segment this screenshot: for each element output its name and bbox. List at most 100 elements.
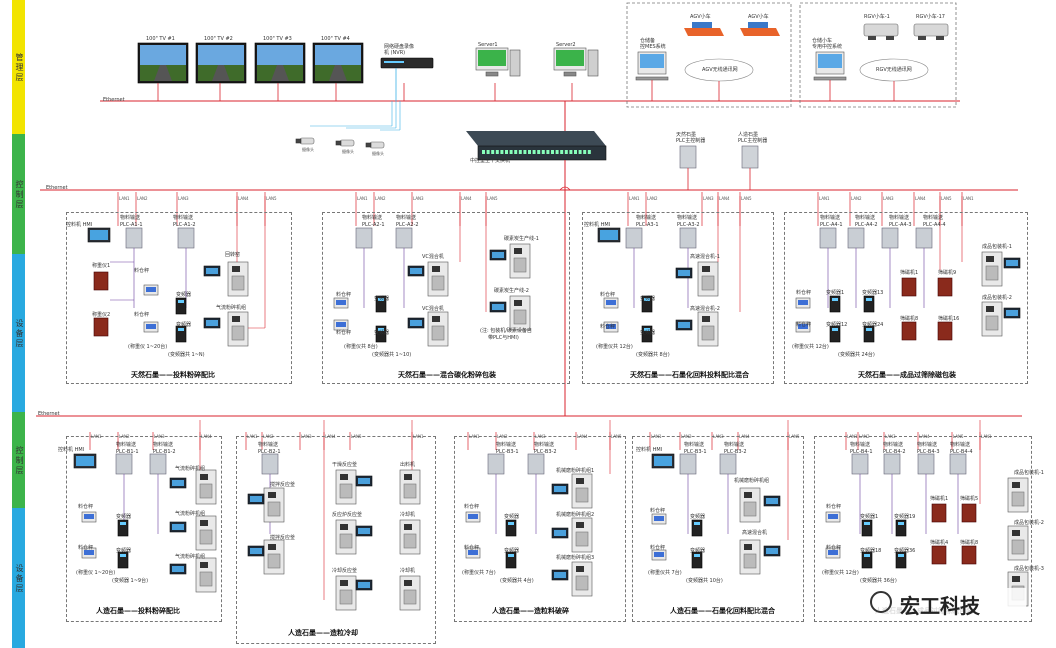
device-label: 变频器 xyxy=(690,548,706,554)
lan-label: LAN1 xyxy=(651,434,662,439)
lan-label: LAN2 xyxy=(859,434,870,439)
cabinet-display xyxy=(986,306,994,312)
device-label: 料仓秤 xyxy=(78,504,94,510)
device-label: PLC-B1-1 xyxy=(116,449,139,455)
lan-label: LAN3 xyxy=(713,434,724,439)
device-label: 称重仪1 xyxy=(92,263,111,269)
device-label: (变频器共 4台) xyxy=(500,578,534,584)
nvr-box xyxy=(380,57,434,69)
vfd-drive xyxy=(863,295,875,313)
lan-label: LAN3 xyxy=(413,196,424,201)
vfd-drive xyxy=(175,325,187,343)
device-label: 物料输送 xyxy=(923,215,944,221)
rgv-wheel xyxy=(936,36,944,40)
device-label: 料仓秤 xyxy=(464,545,480,551)
cabinet-display xyxy=(702,266,710,272)
device-label: 成品包装机-1 xyxy=(982,244,1012,250)
cabinet-door xyxy=(403,533,417,549)
tv-road xyxy=(154,65,172,81)
device-label: 料仓秤 xyxy=(78,545,94,551)
panel-screen xyxy=(172,480,184,486)
core-switch-top xyxy=(466,131,606,146)
device-label: PLC-A1-2 xyxy=(173,222,196,228)
vfd-drive xyxy=(863,325,875,343)
layer-label-device-upper: 设备层 xyxy=(15,319,24,349)
device-label: PLC-A1-1 xyxy=(120,222,143,228)
weigh-screen xyxy=(468,550,478,555)
weigh-instrument xyxy=(937,277,953,297)
device-label: 变频器 xyxy=(116,514,132,520)
cabinet-display xyxy=(404,474,412,480)
rgv-car-label: RGV小车-1 xyxy=(864,14,890,20)
vfd-display xyxy=(898,554,904,557)
device-label: 筛磁机4 xyxy=(930,540,949,546)
panel-screen xyxy=(554,572,566,578)
vfd-drive xyxy=(829,295,841,313)
device-label: (变频器共 8台) xyxy=(636,352,670,358)
device-label: 料仓秤 xyxy=(336,330,352,336)
device-label: PLC-B3-2 xyxy=(534,449,557,455)
lan-label: LAN5 xyxy=(487,196,498,201)
ethernet-label: Ethernet xyxy=(38,411,60,417)
weigh-instrument xyxy=(901,277,917,297)
panel-screen xyxy=(206,268,218,274)
device-label: 机械磨粉碎机组2 xyxy=(556,512,595,518)
cabinet-door xyxy=(513,257,527,273)
rgv-station-label: 仓储小车 xyxy=(812,38,833,44)
panel-screen xyxy=(410,268,422,274)
camera-lens xyxy=(295,138,302,144)
cabinet-display xyxy=(200,520,208,526)
panel-screen xyxy=(250,548,262,554)
switch-port xyxy=(495,150,499,154)
device-label: 物料输送 xyxy=(173,215,194,221)
cabinet-door xyxy=(701,325,715,341)
main-plc-label: 人造石墨 xyxy=(738,132,759,138)
lan-label: LAN2 xyxy=(647,196,658,201)
panel-screen xyxy=(554,486,566,492)
cabinet-door xyxy=(339,483,353,499)
lan-label: LAN5 xyxy=(789,434,800,439)
switch-port xyxy=(578,150,582,154)
panel-screen xyxy=(172,524,184,530)
switch-port xyxy=(546,150,550,154)
lan-label: LAN4 xyxy=(325,434,336,439)
lan-label: LAN1 xyxy=(963,196,974,201)
hmi-screen xyxy=(76,456,94,466)
ethernet-label: Ethernet xyxy=(46,185,68,191)
device-label: 料仓秤 xyxy=(650,545,666,551)
device-label: PLC-B3-1 xyxy=(684,449,707,455)
server-label: Server2 xyxy=(556,42,576,48)
panel-screen xyxy=(492,252,504,258)
device-label: (注: 包装机/碳素设备自 xyxy=(480,328,532,334)
server1-tower xyxy=(509,49,521,77)
tv-label: 100" TV #3 xyxy=(263,36,292,42)
cabinet-display xyxy=(200,562,208,568)
tv-sky xyxy=(257,45,303,65)
weigh-screen xyxy=(828,550,838,555)
lan-label: LAN4 xyxy=(915,196,926,201)
switch-port xyxy=(518,150,522,154)
agv-car-body xyxy=(684,28,724,36)
vfd-display xyxy=(644,298,650,301)
vfd-display xyxy=(864,554,870,557)
cabinet-door xyxy=(743,501,757,517)
switch-port xyxy=(505,150,508,154)
vfd-drive xyxy=(117,551,129,569)
device-label: 物料输送 xyxy=(889,215,910,221)
device-label: 变频器 xyxy=(504,548,520,554)
device-label: (称重仪 1~20台) xyxy=(128,344,168,350)
device-label: 搅拌反应釜 xyxy=(270,482,296,488)
device-label: 控料机 HMI xyxy=(66,222,93,228)
cabinet-display xyxy=(340,474,348,480)
device-label: 冷却反应釜 xyxy=(332,568,358,574)
cabinet-door xyxy=(231,325,245,341)
rgv-wheel xyxy=(918,36,926,40)
device-label: PLC-A4-1 xyxy=(820,222,843,228)
panel-screen xyxy=(1006,310,1018,316)
cabinet-display xyxy=(514,300,522,306)
switch-port xyxy=(560,150,564,154)
device-label: 物料输送 xyxy=(636,215,657,221)
lan-label: LAN3 xyxy=(154,434,165,439)
lan-label: LAN4 xyxy=(577,434,588,439)
device-label: 物料输送 xyxy=(120,215,141,221)
